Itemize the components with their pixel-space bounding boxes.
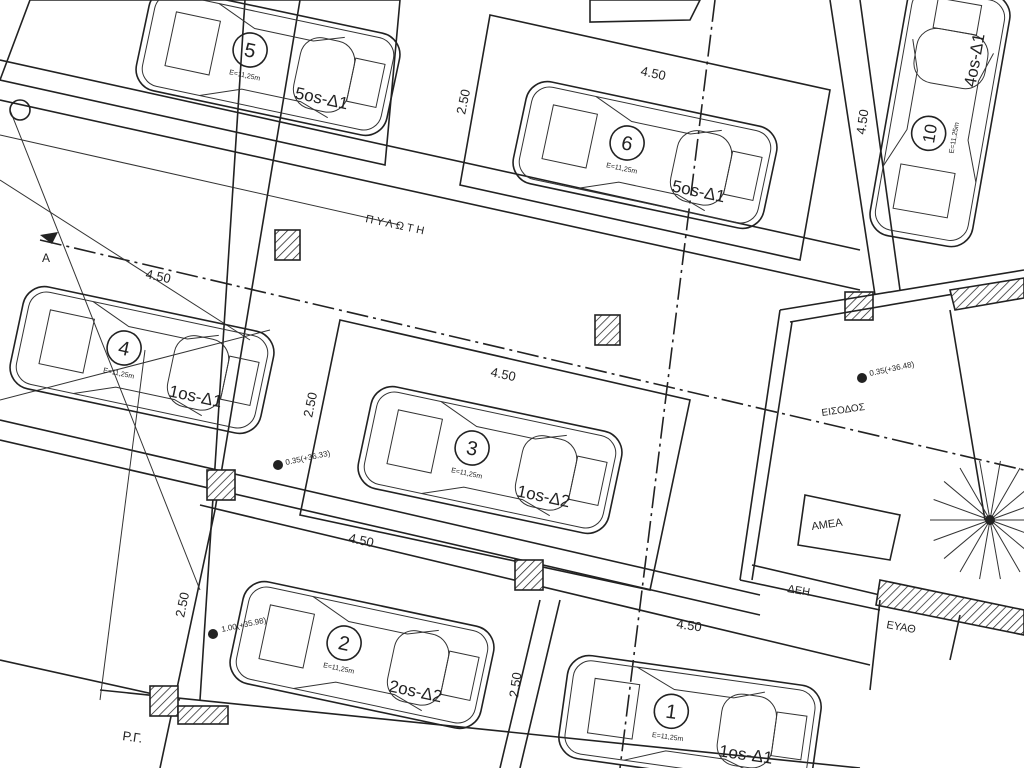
spiral-staircase (930, 460, 1024, 580)
space-number-circle (106, 330, 142, 366)
space-elevation: E=11,25m (228, 69, 261, 82)
dim-label: 2.50 (300, 391, 320, 419)
space-elevation: E=11,25m (605, 162, 638, 175)
entrance-label: ΕΙΣΟΔΟΣ (821, 402, 866, 419)
space-assignment: 5os-Δ1 (293, 84, 350, 114)
building-line-label: Ρ.Γ. (122, 728, 144, 746)
electric-meter-label: ΔΕΗ (786, 583, 810, 599)
parking-space-car-6: 6E=11,25m 5os-Δ1 (512, 80, 778, 230)
space-assignment: 1os-Δ2 (515, 482, 572, 512)
space-number-circle (910, 115, 947, 152)
parking-space-car-10: 10 E=11,25m 4os-Δ1 (869, 0, 1011, 248)
disabled-parking-label: ΑΜΕΑ (811, 517, 844, 533)
section-label: Α (42, 251, 50, 265)
space-assignment: 2os-Δ2 (387, 677, 444, 707)
space-number: 4 (116, 337, 131, 361)
space-number: 1 (664, 701, 678, 724)
dim-label: 2.50 (172, 591, 192, 619)
dim-label: 4.50 (853, 108, 871, 135)
space-number: 6 (619, 132, 634, 156)
space-number: 5 (242, 39, 257, 63)
space-number-circle (326, 625, 362, 661)
space-assignment: 5os-Δ1 (670, 177, 727, 207)
space-number-circle (653, 693, 690, 730)
space-number: 10 (919, 123, 941, 145)
dim-label: 4.50 (639, 63, 667, 83)
space-elevation: E=11,25m (450, 467, 483, 480)
dimension-labels: 4.50 2.50 4.50 4.50 2.50 4.50 4.50 4.50 … (144, 63, 871, 698)
dim-label: 2.50 (453, 88, 473, 116)
parking-space-car-3: 3E=11,25m 1os-Δ2 (357, 385, 623, 535)
space-elevation: E=11,25m (651, 732, 683, 743)
space-assignment: 1os-Δ1 (718, 741, 774, 767)
space-number-circle (454, 430, 490, 466)
space-elevation: E=11,25m (949, 122, 961, 154)
elevation-label: 1.00(+35.98) (221, 616, 268, 634)
space-assignment: 4os-Δ1 (961, 32, 989, 88)
dim-label: 4.50 (347, 530, 375, 550)
water-meter-label: ΕΥΑΘ (885, 619, 917, 636)
dim-label: 4.50 (489, 364, 517, 384)
space-number: 3 (464, 437, 479, 461)
space-assignment: 1os-Δ1 (167, 382, 224, 412)
dim-label: 4.50 (676, 616, 703, 634)
dim-label: 4.50 (144, 266, 172, 286)
space-number: 2 (336, 632, 351, 656)
elevation-label: 0.35(+36.33) (285, 449, 332, 467)
space-number-circle (609, 125, 645, 161)
space-number-circle (232, 32, 268, 68)
parking-space-car-2: 2E=11,25m 2os-Δ2 (229, 580, 495, 730)
dim-label: 2.50 (506, 671, 524, 698)
space-elevation: E=11,25m (322, 662, 355, 675)
elevation-label: 0.35(+36.48) (869, 360, 916, 378)
pilotis-label: ΠΥΛΩΤΗ (364, 213, 428, 238)
